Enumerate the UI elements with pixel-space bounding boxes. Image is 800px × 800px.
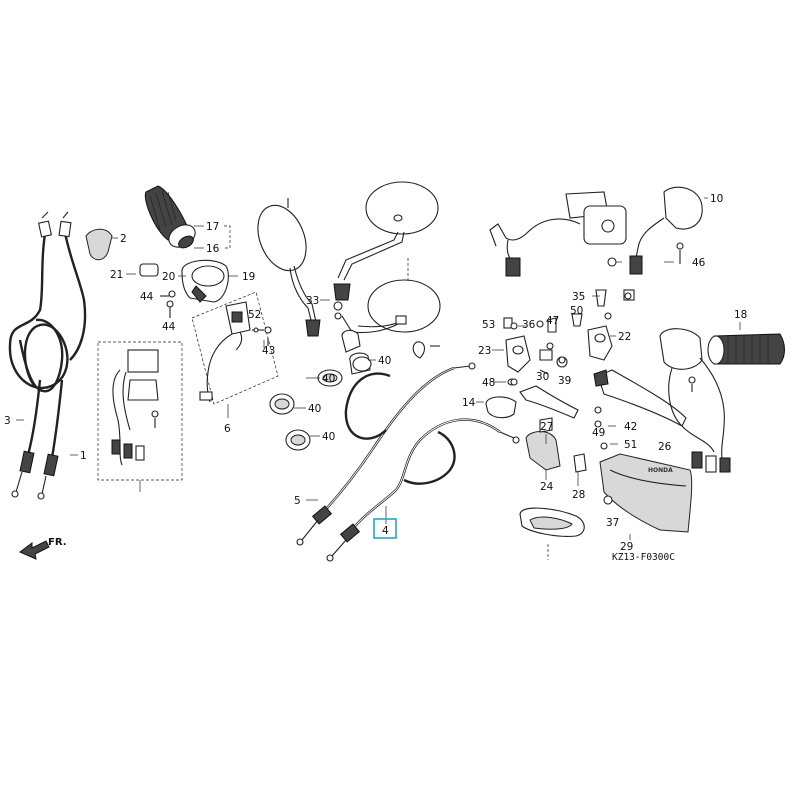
label-part-20: 20 bbox=[162, 271, 175, 283]
label-part-43: 43 bbox=[262, 345, 275, 357]
label-part-40-b: 40 bbox=[322, 373, 335, 385]
label-part-4: 4 bbox=[382, 525, 389, 537]
throttle-cable-assembly bbox=[8, 211, 87, 500]
label-part-14: 14 bbox=[462, 397, 476, 409]
left-switch-box bbox=[97, 341, 183, 492]
left-mirror bbox=[257, 198, 321, 337]
label-part-40-d: 40 bbox=[322, 431, 335, 443]
left-grip bbox=[144, 185, 196, 249]
label-part-21: 21 bbox=[110, 269, 123, 281]
front-direction-arrow: FR. bbox=[19, 537, 67, 560]
label-part-49: 49 bbox=[592, 427, 605, 439]
right-grip bbox=[707, 333, 785, 365]
label-part-29: 29 bbox=[620, 541, 633, 553]
highlight-box-part-4 bbox=[373, 518, 397, 539]
label-part-37: 37 bbox=[606, 517, 619, 529]
label-part-47: 47 bbox=[546, 315, 559, 327]
direction-label: FR. bbox=[48, 537, 67, 548]
right-switch-lower bbox=[659, 328, 731, 473]
right-switch-upper bbox=[489, 186, 703, 277]
label-part-18: 18 bbox=[734, 309, 747, 321]
label-part-46: 46 bbox=[692, 257, 706, 269]
lever-guard bbox=[519, 417, 585, 560]
label-part-2: 2 bbox=[120, 233, 127, 245]
clutch-lever bbox=[519, 385, 579, 419]
label-part-22: 22 bbox=[618, 331, 631, 343]
part-number-labels: 1 2 3 4 5 6 10 14 16 17 18 19 20 21 22 2… bbox=[4, 193, 747, 553]
label-part-16: 16 bbox=[206, 243, 220, 255]
label-part-53: 53 bbox=[482, 319, 495, 331]
brake-lever-bracket bbox=[571, 289, 635, 361]
label-part-30: 30 bbox=[536, 371, 549, 383]
label-part-6: 6 bbox=[224, 423, 231, 435]
label-part-44-a: 44 bbox=[140, 291, 154, 303]
label-part-40-a: 40 bbox=[378, 355, 391, 367]
front-brake-cable bbox=[326, 418, 520, 562]
label-part-33: 33 bbox=[306, 295, 319, 307]
label-part-48: 48 bbox=[482, 377, 495, 389]
mirror-nut bbox=[320, 299, 343, 311]
label-part-19: 19 bbox=[242, 271, 255, 283]
label-part-17: 17 bbox=[206, 221, 219, 233]
label-part-44-b: 44 bbox=[162, 321, 176, 333]
label-part-28: 28 bbox=[572, 489, 585, 501]
brake-lever bbox=[593, 369, 687, 427]
label-part-24: 24 bbox=[540, 481, 554, 493]
right-mirror-upper bbox=[333, 181, 439, 301]
switch-14 bbox=[485, 396, 517, 419]
label-part-51: 51 bbox=[624, 439, 637, 451]
label-part-42: 42 bbox=[624, 421, 637, 433]
fasteners bbox=[510, 292, 632, 505]
label-part-27: 27 bbox=[540, 421, 553, 433]
throttle-cover bbox=[85, 228, 113, 261]
cable-holders bbox=[269, 329, 372, 451]
label-part-23: 23 bbox=[478, 345, 491, 357]
hand-guard: HONDA bbox=[599, 453, 693, 533]
label-part-35: 35 bbox=[572, 291, 585, 303]
label-part-40-c: 40 bbox=[308, 403, 321, 415]
label-part-3: 3 bbox=[4, 415, 11, 427]
label-part-52: 52 bbox=[248, 309, 261, 321]
clutch-cable bbox=[296, 362, 476, 546]
diagram-reference-code: KZ13-F0300C bbox=[612, 552, 675, 563]
guard-brand: HONDA bbox=[648, 467, 673, 474]
label-part-26: 26 bbox=[658, 441, 672, 453]
choke-switch-box bbox=[191, 291, 279, 405]
throttle-housing bbox=[139, 259, 229, 318]
right-mirror-lower bbox=[334, 258, 441, 359]
screw-46 bbox=[676, 242, 684, 264]
label-part-10: 10 bbox=[710, 193, 723, 205]
label-part-39: 39 bbox=[558, 375, 571, 387]
label-part-1: 1 bbox=[80, 450, 87, 462]
label-part-36: 36 bbox=[522, 319, 536, 331]
label-part-5: 5 bbox=[294, 495, 301, 507]
leader-lines bbox=[16, 197, 741, 540]
label-part-50: 50 bbox=[570, 305, 583, 317]
bracket-28 bbox=[573, 453, 587, 473]
